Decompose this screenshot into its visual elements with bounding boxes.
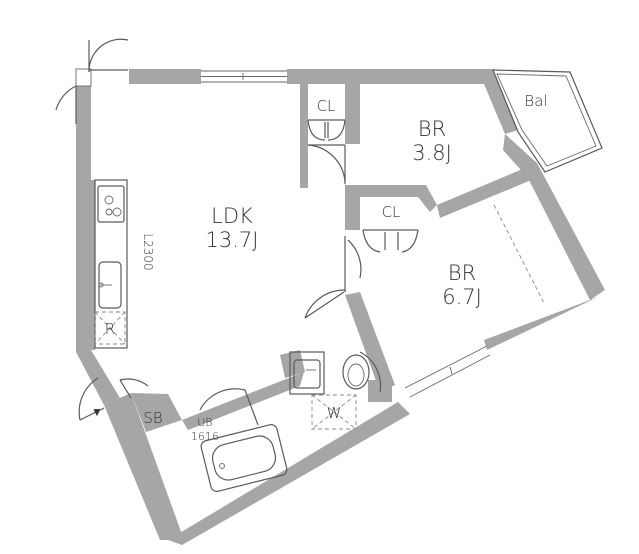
entrance-marker-icon: ▼ xyxy=(91,405,103,419)
toilet xyxy=(342,354,370,390)
kitchen-length-label: L2300 xyxy=(141,233,155,270)
ldk-label: LDK xyxy=(211,204,253,228)
windows xyxy=(201,70,546,398)
ub-size: 1616 xyxy=(191,430,219,443)
fridge-label: R xyxy=(105,320,115,338)
kitchen xyxy=(94,179,128,349)
balcony xyxy=(492,69,603,173)
labels: LDK 13.7J BR 3.8J BR 6.7J Bal CL CL UB 1… xyxy=(91,92,548,443)
bal-label: Bal xyxy=(524,92,547,110)
br-small-label: BR xyxy=(418,117,446,141)
cl-top-label: CL xyxy=(317,97,336,115)
sb-label: SB xyxy=(143,409,162,427)
fridge xyxy=(94,311,126,345)
br-large-size: 6.7J xyxy=(442,285,482,309)
washroom xyxy=(289,351,357,430)
bathtub xyxy=(200,424,288,492)
br-large-label: BR xyxy=(448,261,476,285)
washer-label: W xyxy=(327,404,342,422)
ldk-size: 13.7J xyxy=(206,228,259,252)
walls xyxy=(76,69,605,545)
ub-label: UB xyxy=(197,416,212,429)
doors xyxy=(55,38,419,426)
br-small-size: 3.8J xyxy=(412,141,452,165)
cl-mid-label: CL xyxy=(382,203,401,221)
